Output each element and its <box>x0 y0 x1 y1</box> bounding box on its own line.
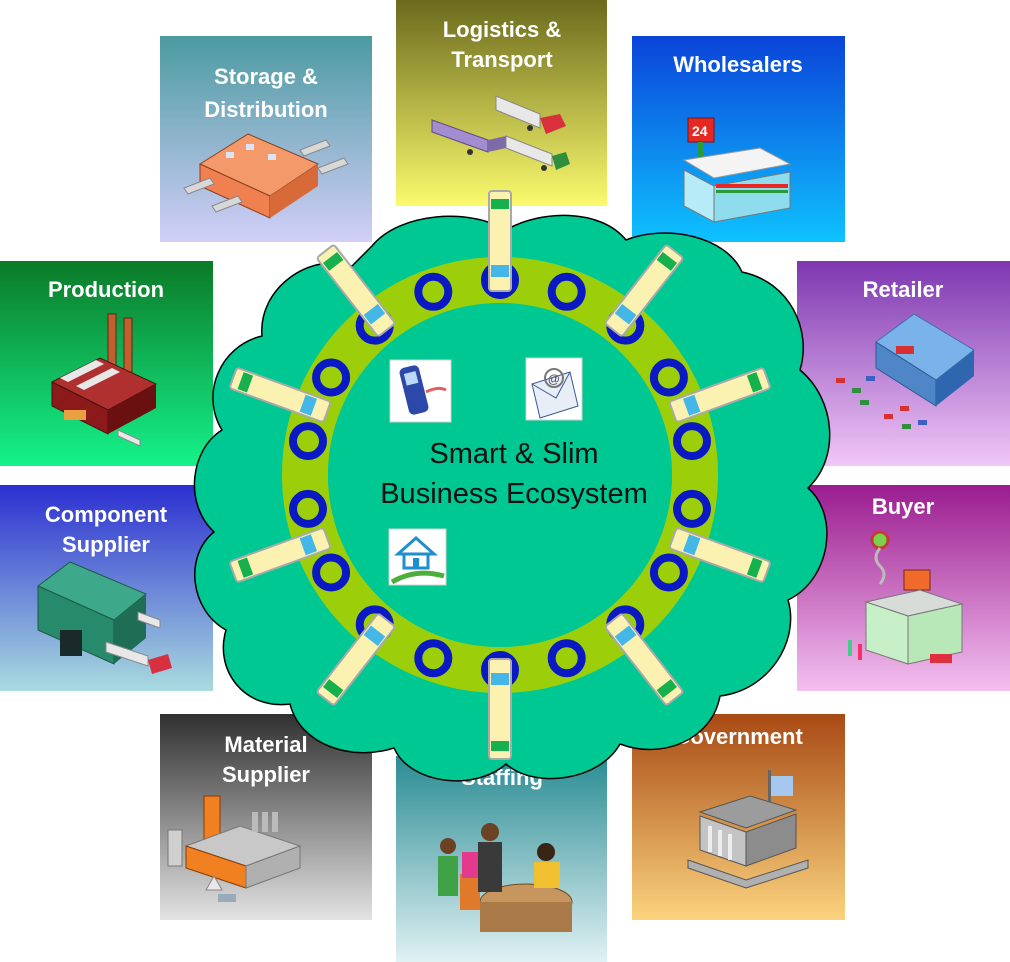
material-plant-icon <box>167 795 302 902</box>
connector-wholesalers <box>604 244 684 337</box>
staff-meeting-icon <box>438 823 573 932</box>
ring-node <box>649 358 688 397</box>
mobile-phone-icon <box>389 359 452 423</box>
buyer-building-icon <box>848 530 964 665</box>
connector-retailer <box>668 367 771 423</box>
connector-storage <box>316 244 396 337</box>
ring-node <box>414 272 453 311</box>
ring-node <box>673 422 711 461</box>
node-label: Supplier <box>62 532 150 557</box>
government-building-icon <box>687 770 809 889</box>
node-label: Distribution <box>204 97 327 122</box>
svg-text:@: @ <box>548 372 560 386</box>
ring-node <box>312 358 351 397</box>
ring-node <box>547 272 586 311</box>
ring-node <box>673 489 711 528</box>
node-label: Wholesalers <box>673 52 803 77</box>
connector-logistics <box>488 190 512 292</box>
email-icon: @ <box>525 357 583 421</box>
ring-node <box>289 489 327 528</box>
center-title-line1: Smart & Slim <box>429 438 598 470</box>
node-label: Material <box>224 732 307 757</box>
node-logistics[interactable]: Logistics & Transport <box>396 0 607 206</box>
node-label: Logistics & <box>443 17 562 42</box>
ring-node <box>414 639 453 678</box>
node-label: Transport <box>451 47 553 72</box>
node-label: Supplier <box>222 762 310 787</box>
connector-component <box>229 527 332 583</box>
warehouse-icon <box>37 561 172 674</box>
connector-material <box>316 613 396 706</box>
retail-store-icon <box>836 313 975 429</box>
node-wholesalers[interactable]: Wholesalers 24 <box>632 36 845 242</box>
ring-node <box>649 553 688 592</box>
connector-government <box>604 613 684 706</box>
node-label: Production <box>48 277 164 302</box>
ring-node <box>547 639 586 678</box>
connector-staffing <box>488 658 512 760</box>
inner-disc <box>328 303 672 647</box>
node-label: Storage & <box>214 64 318 89</box>
node-buyer[interactable]: Buyer <box>797 485 1010 691</box>
connector-buyer <box>668 527 771 583</box>
node-production[interactable]: Production <box>0 261 213 466</box>
factory-icon <box>50 313 158 447</box>
trucks-icon <box>431 95 570 171</box>
node-label: Retailer <box>863 277 944 302</box>
node-component[interactable]: Component Supplier <box>0 485 213 691</box>
convenience-store-icon: 24 <box>682 117 792 223</box>
node-material[interactable]: Material Supplier <box>160 714 372 920</box>
svg-text:24: 24 <box>692 123 708 139</box>
node-staffing[interactable]: Staffing <box>396 756 607 962</box>
connectors <box>229 190 771 760</box>
node-retailer[interactable]: Retailer <box>797 261 1010 466</box>
ring-node <box>289 422 327 461</box>
node-label: Component <box>45 502 168 527</box>
home-icon <box>388 528 447 586</box>
distribution-warehouse-icon <box>183 133 349 219</box>
connector-production <box>229 367 332 423</box>
ring-node <box>312 553 351 592</box>
center-title-line2: Business Ecosystem <box>380 478 648 510</box>
node-storage[interactable]: Storage & Distribution <box>160 36 372 242</box>
node-label: Buyer <box>872 494 935 519</box>
